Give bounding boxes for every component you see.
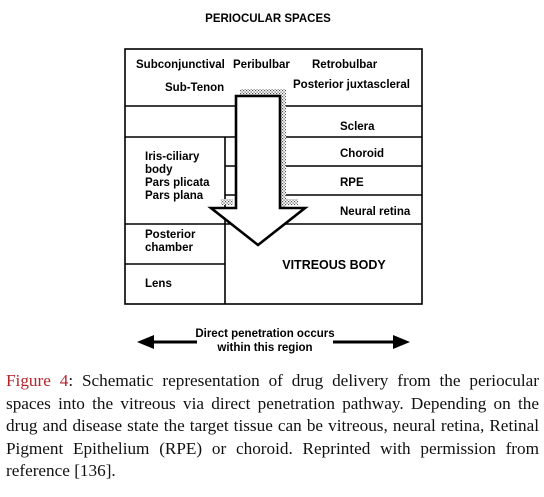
figure-caption-label: Figure 4	[6, 371, 69, 390]
label-vitreous-body: VITREOUS BODY	[282, 258, 386, 272]
figure-caption-text: : Schematic representation of drug deliv…	[6, 371, 540, 480]
arrow-shadow	[221, 89, 298, 209]
label-pars-plana: Pars plana	[145, 190, 204, 202]
figure-caption: Figure 4: Schematic representation of dr…	[6, 370, 539, 483]
penetration-note-line2: within this region	[216, 342, 312, 354]
label-lens: Lens	[145, 278, 172, 290]
label-sub-tenon: Sub-Tenon	[165, 82, 224, 94]
label-iris-ciliary-body: body	[145, 164, 173, 176]
penetration-note-line1: Direct penetration occurs	[195, 328, 334, 340]
label-peribulbar: Peribulbar	[233, 59, 290, 71]
label-posterior: Posterior	[145, 229, 196, 241]
label-neural-retina: Neural retina	[340, 206, 411, 218]
label-sclera: Sclera	[340, 121, 375, 133]
label-posterior-juxtascleral: Posterior juxtascleral	[293, 79, 410, 91]
label-chamber: chamber	[145, 242, 193, 254]
penetration-arrow	[207, 94, 309, 247]
label-retrobulbar: Retrobulbar	[312, 59, 378, 71]
label-iris-ciliary: Iris-ciliary	[145, 151, 200, 163]
label-subconjunctival: Subconjunctival	[136, 59, 225, 71]
diagram-title: PERIOCULAR SPACES	[205, 13, 331, 25]
outer-box	[124, 48, 423, 305]
label-choroid: Choroid	[340, 148, 384, 160]
label-rpe: RPE	[340, 177, 364, 189]
direct-penetration-arrow	[137, 335, 410, 349]
label-pars-plicata: Pars plicata	[145, 177, 210, 189]
